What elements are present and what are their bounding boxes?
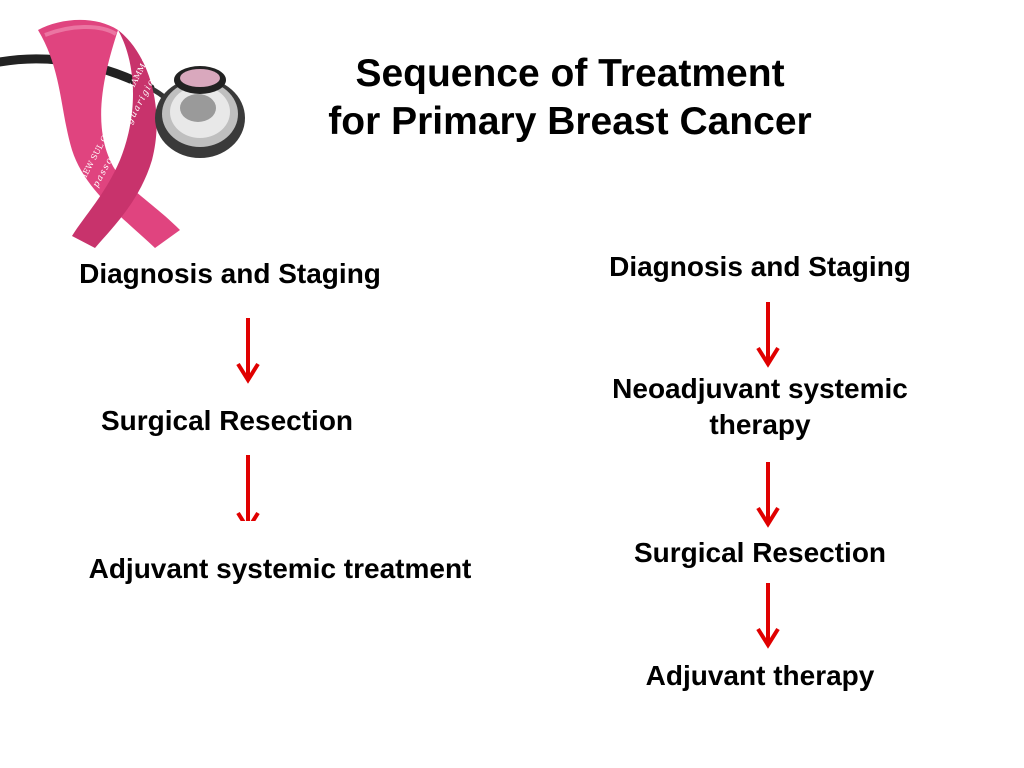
left-step-adjuvant-systemic: Adjuvant systemic treatment <box>88 553 472 584</box>
right-step-diagnosis: Diagnosis and Staging <box>609 251 911 282</box>
title-line-1: Sequence of Treatment <box>355 52 785 95</box>
left-step-surgical-resection: Surgical Resection <box>100 405 354 436</box>
right-arrow-1-icon <box>756 302 780 368</box>
stethoscope-icon <box>155 66 245 158</box>
left-arrow-1-icon <box>236 318 260 384</box>
slide-title: Sequence of Treatment for Primary Breast… <box>270 50 870 146</box>
pink-ribbon-icon <box>0 19 245 249</box>
left-arrow-2-icon <box>236 455 260 521</box>
right-step-adjuvant-therapy: Adjuvant therapy <box>645 660 875 691</box>
right-step-neoadjuvant: Neoadjuvant systemic therapy <box>612 373 908 440</box>
right-arrow-3-icon <box>756 583 780 649</box>
right-step-surgical-resection: Surgical Resection <box>633 537 887 568</box>
left-step-diagnosis: Diagnosis and Staging <box>79 258 381 289</box>
title-line-2: for Primary Breast Cancer <box>328 100 812 143</box>
ribbon-stethoscope-logo: OVERVIEW SUL CARCINOMA MAMMARIO a un pas… <box>0 0 270 250</box>
right-arrow-2-icon <box>756 462 780 528</box>
